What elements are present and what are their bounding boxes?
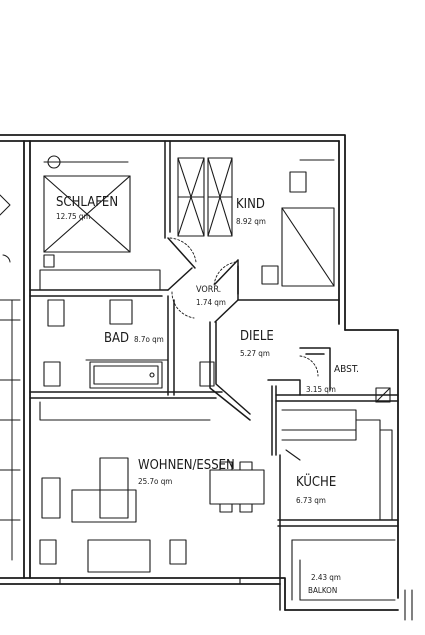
room-bad-area: 8.7o qm [134,335,164,344]
room-kueche-area: 6.73 qm [296,496,326,505]
room-kind-name: KIND [236,197,265,212]
kind-furniture [261,159,335,287]
left-neighbour-details [0,194,21,561]
room-wohnen-area: 25.7o qm [138,477,172,486]
room-schlafen-name: SCHLAFEN [56,195,118,210]
door-swings [169,237,319,377]
room-schlafen-area: 12.75 qm [56,212,90,221]
schlafen-furniture [39,155,161,291]
room-diele-area: 5.27 qm [240,349,270,358]
balkon-railing [291,539,413,621]
room-vorr-area: 1.74 qm [196,298,226,307]
bad-fixtures [43,299,215,389]
room-diele-name: DIELE [240,329,274,344]
wardrobe-cabinets [177,157,233,237]
room-balkon-area: 2.43 qm [311,573,341,582]
room-kueche-name: KÜCHE [296,473,336,490]
room-vorr-name: VORR. [196,285,221,295]
exterior-walls [0,134,399,611]
room-balkon-name: BALKON [308,586,337,595]
wohnen-furniture [39,401,265,585]
room-wohnen-name: WOHNEN/ESSEN [138,458,235,473]
room-bad-name: BAD [104,331,129,346]
kueche-fittings [281,387,393,521]
room-kind-area: 8.92 qm [236,217,266,226]
room-labels: SCHLAFEN 12.75 qm KIND 8.92 qm VORR. 1.7… [56,195,359,595]
room-abst-name: ABST. [334,364,359,375]
room-abst-area: 3.15 qm [306,385,336,394]
